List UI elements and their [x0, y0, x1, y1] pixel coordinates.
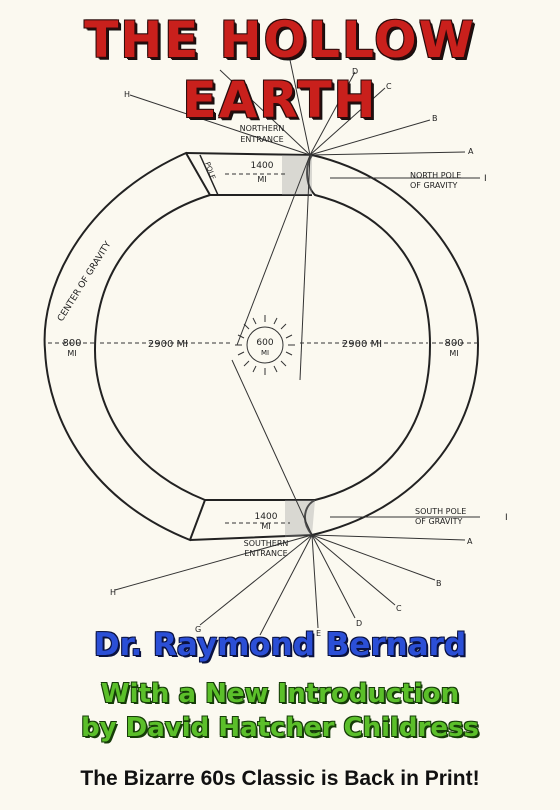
- introduction-credit: With a New Introduction by David Hatcher…: [0, 677, 560, 745]
- left-800: 800: [62, 338, 81, 349]
- right-800-mi: MI: [449, 349, 458, 358]
- north-rays: [129, 59, 466, 381]
- left-shell: [43, 151, 212, 542]
- central-sun: [235, 315, 295, 375]
- south-mi: MI: [261, 522, 270, 531]
- southern-entrance-line1: SOUTHERN: [244, 539, 289, 548]
- intro-line-1: With a New Introduction: [100, 679, 460, 709]
- sun-600: 600: [256, 338, 273, 348]
- south-pole-marker: I: [505, 513, 508, 523]
- right-2900: 2900 MI: [342, 339, 382, 350]
- south-pole-line1: SOUTH POLE: [415, 507, 466, 516]
- northern-entrance-line2: ENTRANCE: [240, 135, 283, 144]
- southern-entrance-line2: ENTRANCE: [244, 549, 287, 558]
- northern-entrance-line1: NORTHERN: [240, 124, 285, 133]
- tagline: The Bizarre 60s Classic is Back in Print…: [80, 767, 480, 790]
- dimension-lines: [48, 173, 478, 524]
- north-tunnel-shading: [282, 155, 312, 195]
- ray-label-g-south: G: [195, 625, 201, 634]
- ray-label-h-south: H: [110, 588, 116, 597]
- south-tunnel-shading: [285, 500, 315, 537]
- right-shell: [304, 153, 480, 537]
- ray-label-h-north: H: [124, 90, 130, 99]
- ray-label-b-north: B: [432, 114, 438, 123]
- ray-label-c-south: C: [396, 604, 402, 613]
- north-mi: MI: [257, 175, 266, 184]
- ray-label-a-north: A: [468, 147, 474, 156]
- ray-label-d-south: D: [356, 619, 362, 628]
- ray-label-c-north: C: [386, 82, 392, 91]
- left-800-mi: MI: [67, 349, 76, 358]
- ray-label-b-south: B: [436, 579, 442, 588]
- ray-label-d-north: D: [352, 67, 358, 76]
- pole-label: POLE: [203, 161, 217, 181]
- south-pole-line2: OF GRAVITY: [415, 517, 463, 526]
- south-rays: [114, 359, 466, 636]
- center-of-gravity: CENTER OF GRAVITY: [56, 240, 114, 324]
- south-tunnel: [189, 499, 315, 541]
- north-pole-marker: I: [484, 174, 487, 184]
- south-1400: 1400: [255, 512, 278, 522]
- left-2900: 2900 MI: [148, 339, 188, 350]
- ray-label-e-south: E: [316, 629, 321, 638]
- ray-label-a-south: A: [467, 537, 473, 546]
- intro-line-2: by David Hatcher Childress: [81, 713, 479, 743]
- sun-mi: MI: [261, 349, 269, 357]
- book-title: THE HOLLOW EARTH: [84, 11, 476, 129]
- right-800: 800: [444, 338, 463, 349]
- north-1400: 1400: [251, 161, 274, 171]
- north-pole-line2: OF GRAVITY: [410, 181, 458, 190]
- north-pole-line1: NORTH POLE: [410, 171, 461, 180]
- author-name: Dr. Raymond Bernard: [93, 627, 467, 663]
